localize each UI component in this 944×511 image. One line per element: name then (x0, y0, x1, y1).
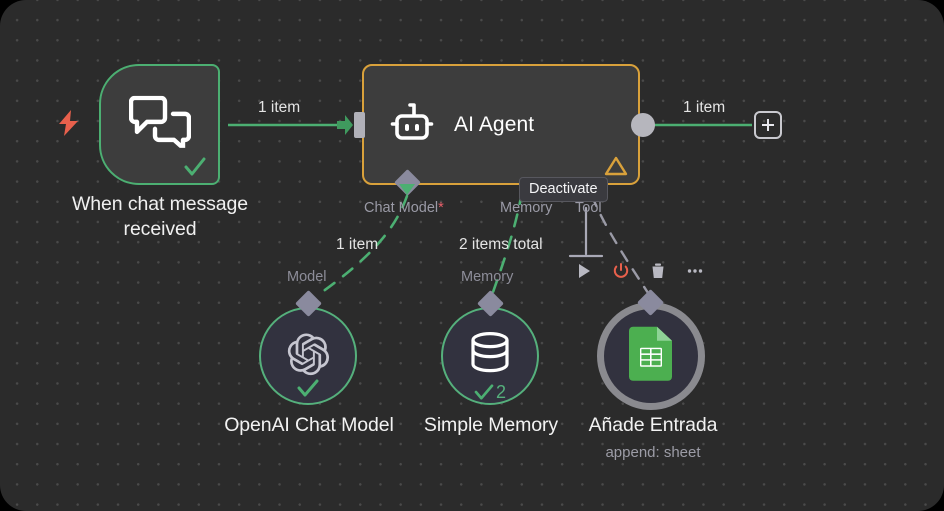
node-label-trigger: When chat message received (20, 192, 300, 242)
tooltip-deactivate: Deactivate (519, 177, 608, 202)
port-label-memory: Memory (500, 200, 553, 216)
node-label-simple-memory: Simple Memory (423, 414, 559, 436)
play-icon[interactable] (575, 262, 593, 280)
memory-item-count: 2 (495, 382, 507, 402)
memory-success-badge: 2 (474, 383, 506, 401)
required-marker: * (438, 200, 444, 216)
success-check-icon (297, 379, 319, 397)
connection-label-memory: Memory (461, 269, 514, 285)
power-icon[interactable] (612, 262, 630, 280)
edge-label-memory-items: 2 items total (459, 236, 543, 253)
chat-model-arrow-icon (399, 184, 415, 195)
edge-label-agent-output: 1 item (683, 99, 726, 116)
node-openai-chat-model[interactable] (259, 307, 357, 405)
node-anade-entrada[interactable] (597, 302, 705, 410)
warning-triangle-icon[interactable] (604, 155, 628, 177)
chat-bubbles-icon (128, 95, 191, 148)
trash-icon[interactable] (649, 262, 667, 280)
agent-input-arrow-icon (337, 115, 353, 135)
agent-input-port[interactable] (354, 112, 365, 138)
lightning-bolt-icon (59, 110, 78, 136)
port-label-tool: Tool (575, 200, 602, 216)
trigger-label-line1: When chat message (71, 193, 249, 215)
robot-icon (390, 102, 434, 140)
node-when-chat-message-received[interactable] (99, 64, 220, 185)
node-ai-agent[interactable]: AI Agent (362, 64, 640, 185)
trigger-label-line2: received (123, 218, 197, 240)
openai-logo-icon (287, 333, 330, 376)
edge-label-model-items: 1 item (336, 236, 379, 253)
node-label-openai-chat-model: OpenAI Chat Model (224, 414, 394, 436)
edge-label-trigger-to-agent: 1 item (258, 99, 301, 116)
database-icon (471, 332, 509, 373)
success-check-icon (474, 384, 494, 400)
ellipsis-icon[interactable] (686, 262, 704, 280)
port-label-chat-model-text: Chat Model (364, 200, 439, 216)
google-sheets-icon (629, 326, 672, 381)
node-toolbar[interactable] (575, 262, 704, 280)
agent-output-port[interactable] (631, 113, 655, 137)
node-title-ai-agent: AI Agent (454, 112, 535, 136)
success-check-icon (184, 157, 206, 176)
node-sublabel-anade-entrada: append: sheet (605, 444, 701, 461)
node-simple-memory[interactable]: 2 (441, 307, 539, 405)
connection-label-model: Model (287, 269, 327, 285)
add-node-button[interactable] (754, 111, 782, 139)
node-label-anade-entrada: Añade Entrada (588, 414, 718, 436)
port-label-chat-model: Chat Model* (364, 200, 444, 216)
